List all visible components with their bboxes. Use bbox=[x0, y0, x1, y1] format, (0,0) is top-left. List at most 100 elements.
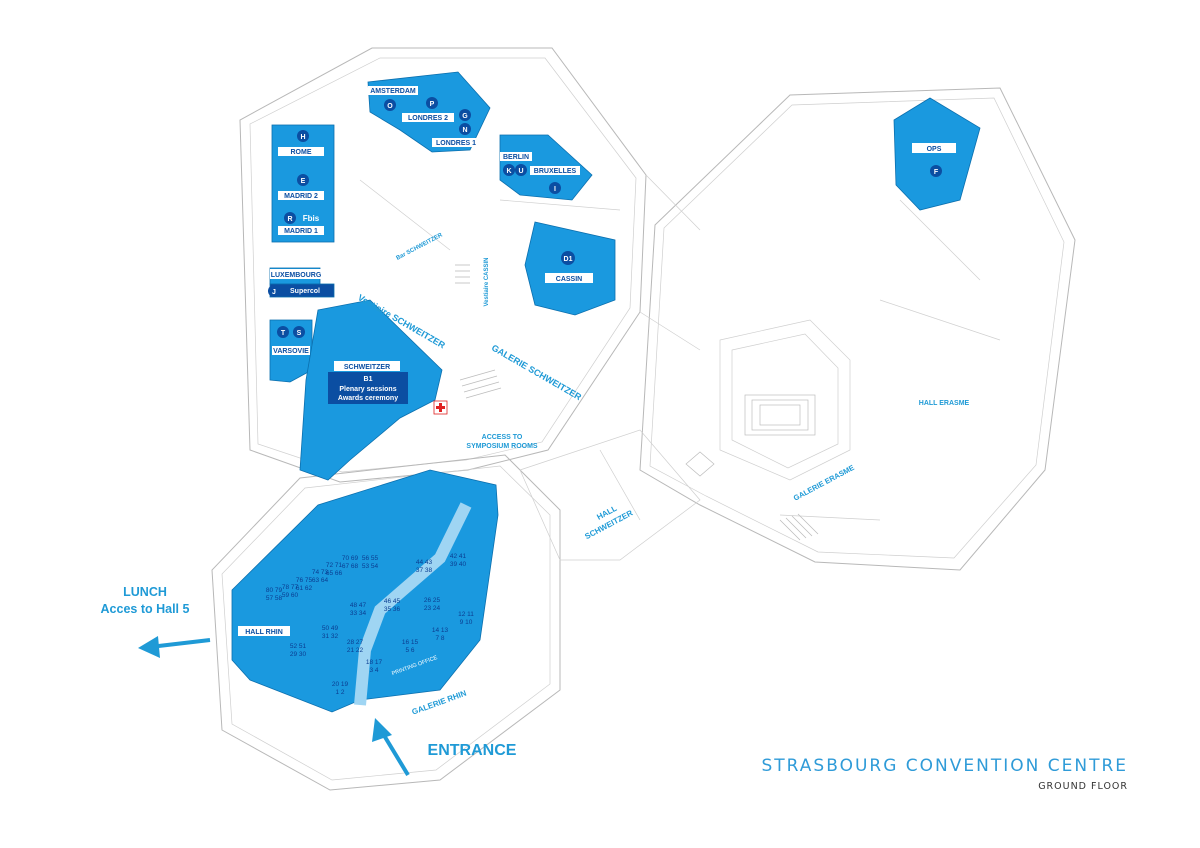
svg-text:K: K bbox=[506, 168, 511, 175]
label-access-2: SYMPOSIUM ROOMS bbox=[466, 443, 538, 450]
label-londres1: LONDRES 1 bbox=[436, 140, 476, 147]
arrow-up-icon bbox=[372, 718, 392, 742]
marker-s[interactable]: S bbox=[293, 326, 305, 338]
label-galerie-erasme: GALERIE ERASME bbox=[792, 463, 856, 503]
marker-e[interactable]: E bbox=[297, 174, 309, 186]
svg-text:Fbis: Fbis bbox=[303, 214, 320, 223]
label-berlin: BERLIN bbox=[503, 154, 529, 161]
booth-number: 46 45 bbox=[384, 598, 401, 605]
booth-number: 26 25 bbox=[424, 597, 441, 604]
label-rome: ROME bbox=[291, 149, 312, 156]
label-bruxelles: BRUXELLES bbox=[534, 168, 577, 175]
room-hall-rhin[interactable] bbox=[231, 469, 499, 713]
marker-h[interactable]: H bbox=[297, 130, 309, 142]
marker-d1[interactable]: D1 bbox=[561, 251, 575, 265]
label-cassin: CASSIN bbox=[556, 276, 582, 283]
label-bar-schweitzer: Bar SCHWEITZER bbox=[395, 232, 444, 262]
map-title: STRASBOURG CONVENTION CENTRE bbox=[761, 756, 1128, 776]
booth-number: 63 64 bbox=[312, 577, 329, 584]
booth-number: 7 8 bbox=[435, 635, 444, 642]
booth-number: 39 40 bbox=[450, 561, 467, 568]
svg-text:R: R bbox=[287, 216, 292, 223]
booth-number: 21 22 bbox=[347, 647, 364, 654]
svg-text:G: G bbox=[462, 113, 468, 120]
label-varsovie: VARSOVIE bbox=[273, 348, 309, 355]
label-plenary: Plenary sessions bbox=[339, 386, 396, 393]
booth-number: 67 68 bbox=[342, 563, 359, 570]
entrance-label: ENTRANCE bbox=[428, 742, 517, 759]
booth-number: 50 49 bbox=[322, 625, 339, 632]
booth-number: 59 60 bbox=[282, 592, 299, 599]
svg-text:J: J bbox=[272, 289, 276, 296]
booth-number: 3 4 bbox=[369, 667, 378, 674]
booth-number: 33 34 bbox=[350, 610, 367, 617]
label-hall-rhin: HALL RHIN bbox=[245, 629, 283, 636]
label-amsterdam: AMSTERDAM bbox=[370, 88, 416, 95]
label-ops: OPS bbox=[927, 146, 942, 153]
room-labels: AMSTERDAM LONDRES 2 LONDRES 1 BERLIN BRU… bbox=[238, 86, 956, 677]
booth-number: 9 10 bbox=[460, 619, 473, 626]
booth-number: 16 15 bbox=[402, 639, 419, 646]
marker-t[interactable]: T bbox=[277, 326, 289, 338]
booth-number: 23 24 bbox=[424, 605, 441, 612]
booth-number: 65 66 bbox=[326, 570, 343, 577]
lunch-arrow bbox=[138, 636, 211, 658]
marker-p[interactable]: P bbox=[426, 97, 438, 109]
marker-u[interactable]: U bbox=[515, 164, 527, 176]
booth-number: 57 58 bbox=[266, 595, 283, 602]
marker-j[interactable]: J bbox=[268, 285, 280, 297]
room-ops[interactable] bbox=[893, 97, 981, 211]
label-supercol: Supercol bbox=[290, 288, 320, 295]
svg-text:P: P bbox=[430, 101, 435, 108]
svg-text:D1: D1 bbox=[564, 256, 573, 263]
arrow-left-icon bbox=[138, 636, 160, 658]
booth-number: 76 75 bbox=[296, 577, 313, 584]
svg-text:H: H bbox=[300, 134, 305, 141]
booth-number: 61 62 bbox=[296, 585, 313, 592]
booth-number: 78 77 bbox=[282, 584, 299, 591]
booth-number: 29 30 bbox=[290, 651, 307, 658]
label-awards: Awards ceremony bbox=[338, 395, 398, 402]
marker-fbis[interactable]: Fbis bbox=[303, 214, 320, 223]
booth-number: 31 32 bbox=[322, 633, 339, 640]
booth-number: 37 38 bbox=[416, 567, 433, 574]
svg-text:E: E bbox=[301, 178, 306, 185]
label-madrid2: MADRID 2 bbox=[284, 193, 318, 200]
entrance-arrow bbox=[372, 718, 410, 777]
lunch-sublabel: Acces to Hall 5 bbox=[101, 602, 190, 616]
label-luxembourg: LUXEMBOURG bbox=[271, 272, 322, 279]
marker-f[interactable]: F bbox=[930, 165, 942, 177]
svg-text:O: O bbox=[387, 103, 393, 110]
booth-number: 35 36 bbox=[384, 606, 401, 613]
booth-number: 20 19 bbox=[332, 681, 349, 688]
booth-number: 5 6 bbox=[405, 647, 414, 654]
booth-number: 48 47 bbox=[350, 602, 367, 609]
room-cassin[interactable] bbox=[524, 221, 616, 316]
booth-number: 44 43 bbox=[416, 559, 433, 566]
label-londres2: LONDRES 2 bbox=[408, 115, 448, 122]
booth-number: 28 27 bbox=[347, 639, 364, 646]
aisle-path bbox=[354, 502, 472, 706]
rooms bbox=[231, 71, 981, 713]
booth-number: 80 79 bbox=[266, 587, 283, 594]
svg-text:I: I bbox=[554, 186, 556, 193]
booth-number: 12 11 bbox=[458, 611, 474, 618]
marker-n[interactable]: N bbox=[459, 123, 471, 135]
booth-number: 1 2 bbox=[335, 689, 344, 696]
svg-text:N: N bbox=[462, 127, 467, 134]
marker-k[interactable]: K bbox=[503, 164, 515, 176]
marker-o[interactable]: O bbox=[384, 99, 396, 111]
first-aid-icon bbox=[433, 400, 448, 415]
booth-number: 14 13 bbox=[432, 627, 449, 634]
marker-g[interactable]: G bbox=[459, 109, 471, 121]
booth-number: 56 55 bbox=[362, 555, 379, 562]
booth-number: 72 71 bbox=[326, 562, 343, 569]
label-schweitzer: SCHWEITZER bbox=[344, 364, 390, 371]
label-access-1: ACCESS TO bbox=[482, 434, 523, 441]
booth-number: 70 69 bbox=[342, 555, 359, 562]
marker-r[interactable]: R bbox=[284, 212, 296, 224]
marker-i[interactable]: I bbox=[549, 182, 561, 194]
svg-text:T: T bbox=[281, 330, 286, 337]
